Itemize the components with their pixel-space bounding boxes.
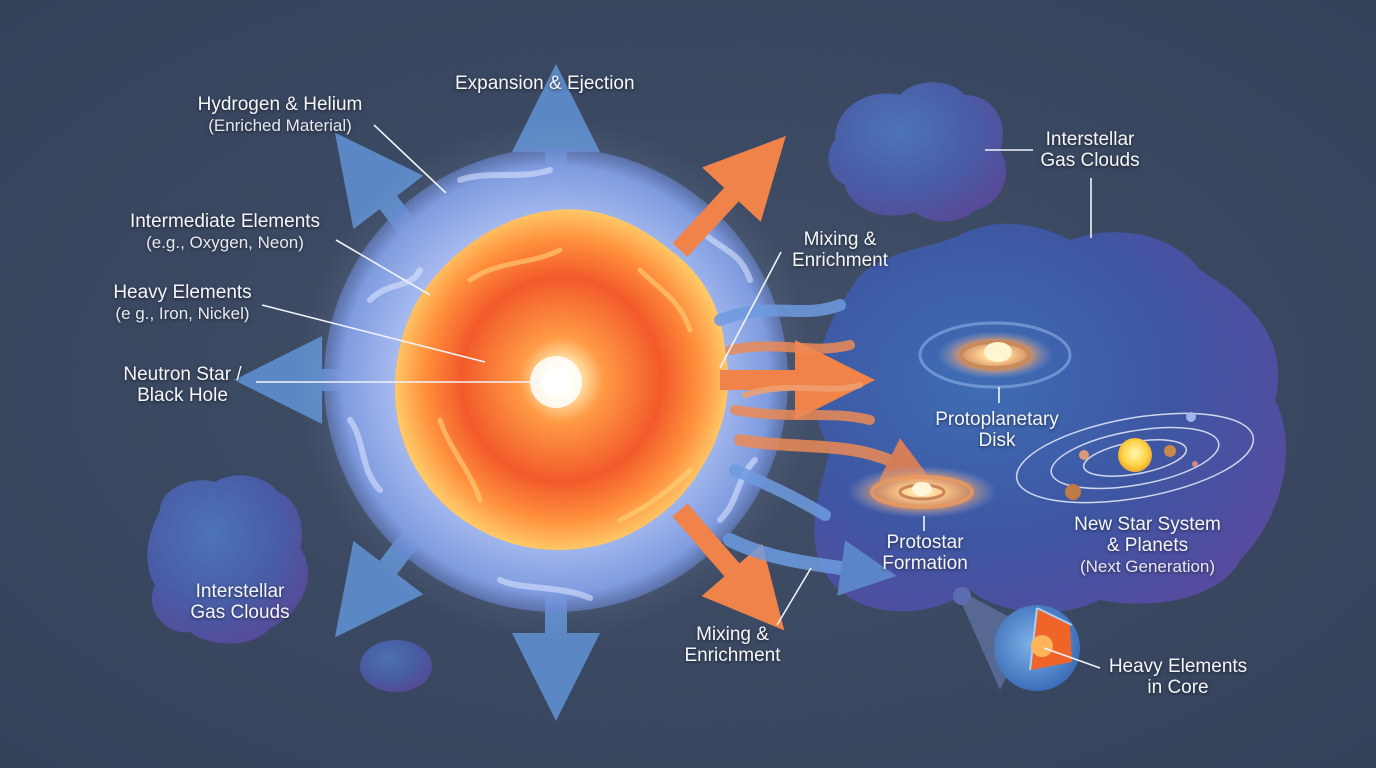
planet-core-graphic	[994, 605, 1080, 691]
label-heavy-elements-in-core: Heavy Elements in Core	[1108, 656, 1248, 698]
label-heavy-elements: Heavy Elements (e g., Iron, Nickel)	[113, 282, 252, 323]
leader-lines	[256, 124, 1101, 669]
protostar-disk-graphic	[847, 466, 997, 518]
label-interstellar-gas-clouds-left: Interstellar Gas Clouds	[190, 581, 290, 623]
label-intermediate-elements: Intermediate Elements (e.g., Oxygen, Neo…	[129, 211, 321, 252]
label-mixing-enrichment-top: Mixing & Enrichment	[791, 229, 889, 271]
label-expansion-ejection: Expansion & Ejection	[455, 73, 635, 94]
expansion-arrows-orange	[672, 136, 875, 631]
label-mixing-enrichment-bottom: Mixing & Enrichment	[684, 624, 781, 666]
top-right-gas-cloud	[828, 82, 1006, 222]
label-hydrogen-helium: Hydrogen & Helium (Enriched Material)	[197, 94, 363, 135]
label-new-star-system: New Star System & Planets (Next Generati…	[1074, 514, 1221, 576]
label-protoplanetary-disk: Protoplanetary Disk	[935, 409, 1059, 451]
protoplanetary-disk-graphic	[918, 321, 1072, 389]
small-gas-cloud	[360, 640, 432, 692]
label-interstellar-gas-clouds-right: Interstellar Gas Clouds	[1040, 129, 1140, 171]
mixing-streams	[714, 299, 933, 596]
label-protostar-formation: Protostar Formation	[882, 532, 968, 574]
label-neutron-star-black-hole: Neutron Star / Black Hole	[123, 364, 242, 406]
left-gas-cloud	[147, 475, 309, 644]
